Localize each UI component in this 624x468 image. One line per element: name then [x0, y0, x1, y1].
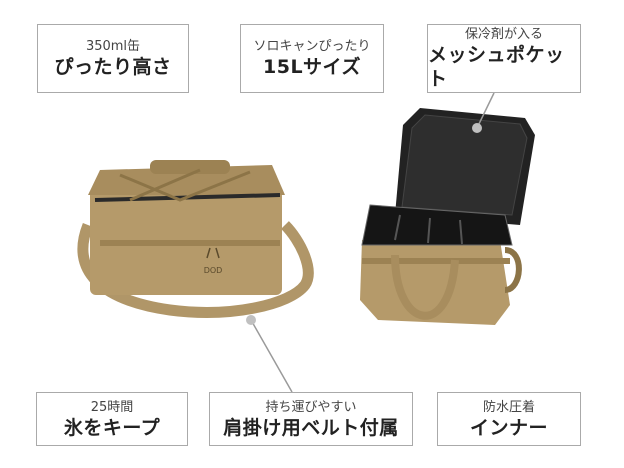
callout-big-text: 15Lサイズ [263, 56, 361, 78]
callout-small-text: 持ち運びやすい [265, 399, 357, 415]
callout-small-text: 25時間 [90, 399, 134, 415]
callout-big-text: ぴったり高さ [54, 56, 172, 78]
callout-big-text: 肩掛け用ベルト付属 [223, 416, 399, 439]
connector-strap [250, 319, 293, 393]
callout-small-text: 保冷剤が入る [464, 27, 543, 42]
callout-small-text: 防水圧着 [482, 399, 535, 415]
svg-text:DOD: DOD [204, 266, 223, 275]
callout-small-text: ソロキャンぴったり [253, 39, 371, 54]
callout-big-text: メッシュポケット [428, 44, 565, 90]
callout-mesh-pocket: 保冷剤が入る メッシュポケット [427, 24, 581, 93]
callout-shoulder-belt: 持ち運びやすい 肩掛け用ベルト付属 [209, 392, 413, 446]
callout-big-text: インナー [469, 416, 548, 439]
callout-big-text: 氷をキープ [63, 416, 161, 439]
callout-small-text: 350ml缶 [85, 39, 141, 54]
callout-can-height: 350ml缶 ぴったり高さ [37, 24, 189, 93]
callout-size: ソロキャンぴったり 15Lサイズ [240, 24, 384, 93]
marker-mesh-pocket [472, 123, 482, 133]
marker-strap [246, 315, 256, 325]
callout-waterproof-inner: 防水圧着 インナー [437, 392, 581, 446]
connector-mesh-pocket [476, 92, 495, 129]
callout-ice-keep: 25時間 氷をキープ [36, 392, 188, 446]
